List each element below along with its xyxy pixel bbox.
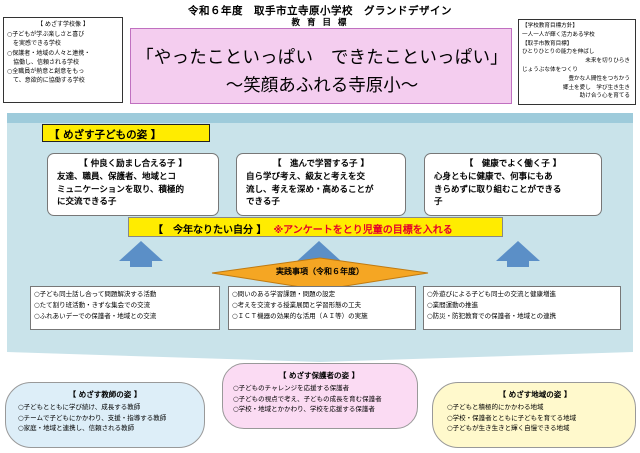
document-title: 令和６年度 取手市立寺原小学校 グランドデザイン bbox=[188, 5, 452, 17]
practice-line: ○ＩＣＴ機器の効果的な活用（ＡＩ等）の実施 bbox=[232, 312, 368, 320]
practice-line: ○問いのある学習課題・問題の設定 bbox=[232, 290, 336, 298]
this-year-goal-bar: 【 今年なりたい自分 】 ※アンケートをとり児童の目標を入れる bbox=[128, 217, 503, 237]
school-goal-line: を実感できる学校 bbox=[7, 40, 61, 48]
sub-slogan: ～笑顔あふれる寺原小～ bbox=[225, 76, 419, 96]
policy-line: 【取手市教育目標】 bbox=[522, 40, 573, 47]
practice-box: ○問いのある学習課題・問題の設定 ○考えを交流する授業展開と学習形態の工夫 ○Ｉ… bbox=[228, 286, 416, 330]
education-policy-box: 【学校教育目標方針】 一人一人が輝く活力ある学校 【取手市教育目標】 ひとりひと… bbox=[518, 19, 636, 105]
guardian-goal-line: ○子どものチャレンジを応援する保護者 bbox=[233, 384, 350, 392]
card-title: 【 健康でよく働く子 】 bbox=[464, 159, 562, 169]
panel-base-shape bbox=[7, 340, 633, 362]
region-goal-line: ○子どもと積極的にかかわる地域 bbox=[447, 403, 544, 411]
card-line: 友達、職員、保護者、地域とコ bbox=[57, 172, 177, 182]
region-goal-line: ○学校・保護者とともに子どもを育てる地域 bbox=[447, 413, 577, 422]
survey-note: ※アンケートをとり児童の目標を入れる bbox=[273, 225, 453, 236]
practice-line: ○子ども同士話し合って問題解決する活動 bbox=[34, 290, 157, 298]
child-goal-card: 【 健康でよく働く子 】 心身ともに健康で、何事にもあ きらめずに取り組むことが… bbox=[424, 153, 602, 216]
practice-line: ○ふれあいデーでの保護者・地域との交流 bbox=[34, 312, 157, 320]
up-arrow-icon bbox=[119, 241, 163, 267]
region-goal-oval: 【 めざす地域の姿 】 ○子どもと積極的にかかわる地域 ○学校・保護者とともに子… bbox=[432, 382, 636, 448]
teacher-goal-title: 【 めざす教師の姿 】 bbox=[68, 390, 142, 399]
card-title: 【 仲良く励まし合える子 】 bbox=[79, 159, 187, 169]
policy-line: じょうぶな体をつくり bbox=[522, 66, 578, 73]
guardian-goal-title: 【 めざす保護者の姿 】 bbox=[278, 371, 360, 380]
region-goal-title: 【 めざす地域の姿 】 bbox=[498, 390, 572, 399]
practice-box: ○子ども同士話し合って問題解決する活動 ○たて割り班活動・きずな集会での交流 ○… bbox=[30, 286, 220, 330]
child-goal-card: 【 仲良く励まし合える子 】 友達、職員、保護者、地域とコ ミュニケーションを取… bbox=[47, 153, 219, 216]
this-year-goal-label: 【 今年なりたい自分 】 bbox=[153, 225, 267, 236]
school-goal-line: ○全職員が熱意と創意をもっ bbox=[7, 68, 85, 76]
card-line: できる子 bbox=[246, 197, 280, 207]
policy-line: 【学校教育目標方針】 bbox=[522, 23, 578, 29]
card-line: 自ら学び考え、級友と考えを交 bbox=[246, 172, 366, 182]
main-panel-top-band bbox=[7, 113, 633, 123]
policy-line: 郷土を愛し 学び生き生き bbox=[562, 84, 630, 91]
school-goal-line: ○子どもが学ぶ楽しさと喜び bbox=[7, 31, 85, 39]
guardian-goal-box: 【 めざす保護者の姿 】 ○子どものチャレンジを応援する保護者 ○子どもの視点で… bbox=[222, 363, 418, 429]
card-line: きらめずに取り組むことができる bbox=[434, 184, 562, 195]
policy-line: 未来を切りひらき bbox=[585, 58, 630, 65]
teacher-goal-line: ○家庭・地域と連携し、信頼される教師 bbox=[18, 424, 135, 432]
education-goal-label: 教 育 目 標 bbox=[291, 18, 349, 28]
card-line: 子 bbox=[434, 197, 443, 207]
card-line: 心身ともに健康で、何事にもあ bbox=[434, 172, 553, 182]
policy-line: 一人一人が輝く活力ある学校 bbox=[522, 31, 595, 38]
policy-line: ひとりひとりの能力を伸ばし bbox=[522, 49, 595, 56]
card-line: 流し、考えを深め・高めることが bbox=[246, 184, 374, 195]
practice-box: ○外遊びによる子ども同士の交流と健康増進 ○業間運動の推進 ○防災・防犯教育での… bbox=[423, 286, 621, 330]
card-title: 【 進んで学習する子 】 bbox=[272, 159, 370, 169]
up-arrow-icon bbox=[496, 241, 540, 267]
school-goal-line: 協働し、信頼される学校 bbox=[7, 58, 80, 66]
practice-title: 実践事項（令和６年度） bbox=[276, 267, 364, 276]
main-slogan: 「やったこといっぱい できたこといっぱい」 bbox=[136, 48, 508, 68]
teacher-goal-line: ○子どもとともに学び続け、成長する教師 bbox=[18, 403, 141, 411]
guardian-goal-line: ○学校・地域とかかわり、学校を応援する保護者 bbox=[233, 405, 375, 413]
practice-line: ○防災・防犯教育での保護者・地域との連携 bbox=[427, 312, 557, 320]
school-goal-title: 【 めざす学校像 】 bbox=[37, 21, 89, 28]
teacher-goal-oval: 【 めざす教師の姿 】 ○子どもとともに学び続け、成長する教師 ○チームで子ども… bbox=[5, 382, 205, 448]
practice-line: ○たて割り班活動・きずな集会での交流 bbox=[34, 301, 151, 309]
school-goal-line: ○保護者・地域の人々と連携・ bbox=[7, 49, 91, 57]
practice-line: ○外遊びによる子ども同士の交流と健康増進 bbox=[427, 290, 556, 298]
region-goal-line: ○子どもが生き生きと輝く自慢できる地域 bbox=[447, 424, 570, 432]
school-goal-line: て、意欲的に協働する学校 bbox=[7, 77, 85, 85]
school-goal-box: 【 めざす学校像 】 ○子どもが学ぶ楽しさと喜び を実感できる学校 ○保護者・地… bbox=[3, 17, 123, 103]
education-goal-banner: 「やったこといっぱい できたこといっぱい」 ～笑顔あふれる寺原小～ bbox=[130, 28, 512, 104]
teacher-goal-line: ○チームで子どもにかかわり、支援・指導する教師 bbox=[18, 413, 167, 422]
card-line: に交流できる子 bbox=[57, 197, 117, 207]
children-goal-tag: 【 めざす子どもの姿 】 bbox=[42, 124, 210, 142]
card-line: ミュニケーションを取り、積極的 bbox=[57, 184, 184, 195]
practice-line: ○考えを交流する授業展開と学習形態の工夫 bbox=[232, 301, 362, 309]
child-goal-card: 【 進んで学習する子 】 自ら学び考え、級友と考えを交 流し、考えを深め・高める… bbox=[236, 153, 406, 216]
practice-line: ○業間運動の推進 bbox=[427, 301, 479, 309]
policy-line: 助け合う心を育てる bbox=[579, 93, 630, 100]
guardian-goal-line: ○子どもの視点で考え、子どもの成長を育む保護者 bbox=[233, 394, 382, 403]
policy-line: 豊かな人間性をつちかう bbox=[568, 75, 630, 82]
